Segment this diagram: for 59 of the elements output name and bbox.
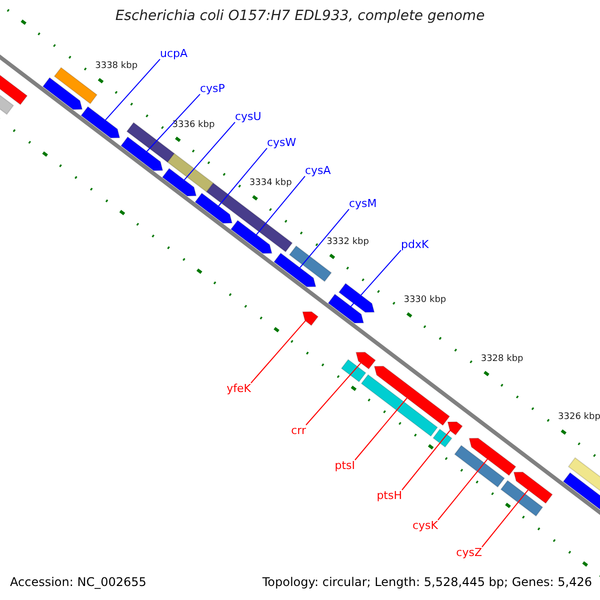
gene-feature [355, 352, 376, 370]
gene-label: cysK [412, 519, 438, 532]
title: Escherichia coli O157:H7 EDL933, complete genome [114, 8, 486, 25]
gene-feature [120, 136, 164, 172]
gene-label: ptsH [376, 489, 402, 502]
leader-line [306, 362, 362, 426]
gene-feature [340, 358, 366, 382]
gene-label: cysW [267, 136, 296, 150]
gene-label: crr [291, 424, 306, 438]
gene-label: cysM [349, 197, 377, 210]
gene-label: pdxK [401, 238, 429, 252]
gene-feature [468, 438, 516, 476]
leader-line [104, 58, 160, 121]
scale-label: 3332 kbp [326, 236, 369, 248]
leader-line [482, 489, 529, 548]
scale-label: 3326 kbp [558, 412, 600, 424]
leader-line [438, 458, 488, 520]
gene-label: cysU [235, 110, 262, 124]
scale-label: 3338 kbp [95, 61, 138, 72]
gene-feature [80, 106, 120, 138]
gene-feature [513, 472, 553, 504]
leader-line [256, 176, 306, 236]
gene-feature [54, 66, 98, 104]
gene-feature [432, 428, 452, 448]
leader-line [354, 398, 408, 460]
gene-label: cysA [305, 164, 331, 178]
gene-feature [126, 122, 175, 163]
gene-feature [454, 444, 506, 488]
gene-feature [288, 245, 332, 282]
gene-feature [447, 421, 463, 436]
leader-line [184, 122, 236, 180]
scale-label: 3330 kbp [404, 295, 446, 306]
gene-label: yfeK [226, 382, 251, 396]
genome-stats-text: Topology: circular; Length: 5,528,445 bp; Genes: 5,426 [262, 575, 592, 590]
gene-feature [302, 311, 319, 326]
gene-label: ucpA [160, 47, 188, 60]
scale-label: 3328 kbp [480, 354, 524, 365]
gene-feature [374, 366, 450, 426]
gene-feature [230, 220, 272, 254]
gene-label: cysP [200, 82, 225, 96]
gene-feature [360, 374, 438, 437]
leader-line [218, 148, 268, 206]
gene-label: cysZ [456, 546, 482, 560]
leader-line [299, 208, 350, 268]
leader-line [250, 320, 306, 384]
leader-line [350, 250, 402, 307]
leader-line [146, 94, 200, 152]
gene-feature [166, 152, 214, 193]
gene-feature [273, 252, 316, 288]
gene-feature [338, 282, 375, 313]
gene-feature [500, 480, 544, 517]
gene-feature [328, 294, 364, 324]
scale-label: 3334 kbp [249, 178, 292, 189]
gene-feature [42, 77, 83, 110]
gene-feature [194, 192, 233, 224]
accession-text: Accession: NC_002655 [10, 575, 146, 590]
scale-label: 3336 kbp [172, 120, 215, 130]
gene-label: ptsI [334, 459, 355, 472]
gene-feature [162, 168, 197, 196]
